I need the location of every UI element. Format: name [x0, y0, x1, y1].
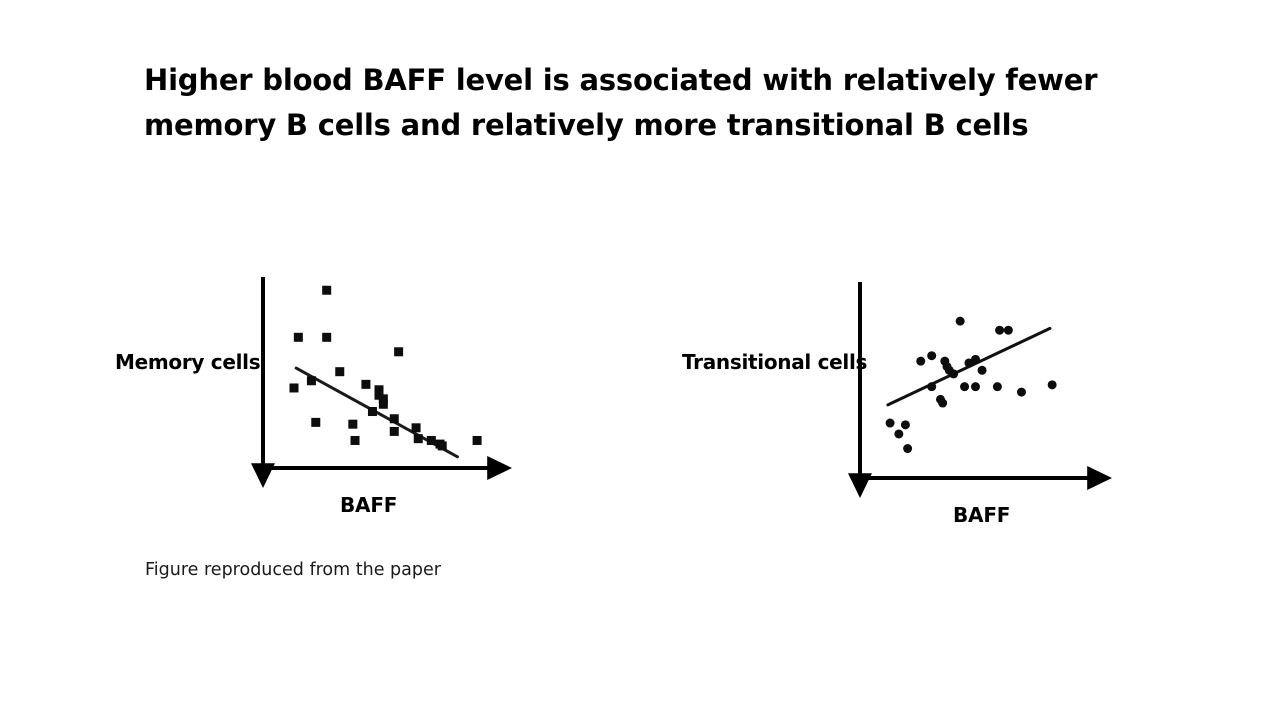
memory-cells-y-axis-label: Memory cells [115, 350, 261, 374]
data-point [437, 441, 447, 451]
data-point [378, 394, 388, 404]
data-point [964, 358, 974, 368]
data-point [903, 444, 913, 454]
transitional-cells-figure: Transitional cells BAFF [670, 262, 1130, 552]
data-point [955, 316, 965, 326]
data-point [389, 414, 399, 424]
data-point [995, 325, 1005, 335]
data-point [971, 382, 980, 392]
data-point [361, 379, 371, 389]
data-point [350, 435, 360, 445]
transitional-cells-plot-area [848, 282, 1112, 498]
data-point [389, 426, 399, 436]
data-point [977, 365, 987, 375]
data-point [367, 407, 377, 417]
data-point [293, 332, 303, 342]
memory-cells-x-axis-label: BAFF [340, 493, 398, 517]
data-point [311, 417, 321, 427]
data-point [322, 285, 332, 295]
transitional-cells-x-axis-label: BAFF [953, 503, 1011, 527]
data-point [348, 419, 358, 429]
data-point [394, 347, 404, 357]
data-point [1016, 387, 1026, 397]
data-point [289, 383, 299, 393]
data-point [472, 435, 482, 445]
data-point [378, 399, 388, 409]
memory-cells-figure: Memory cells BAFF [100, 255, 540, 535]
memory-cells-plot-area [251, 277, 512, 488]
data-point [306, 376, 316, 386]
data-point [927, 351, 937, 361]
data-point [1047, 380, 1057, 390]
memory-cells-data-points [289, 285, 482, 451]
data-point [374, 385, 384, 395]
data-point [992, 382, 1002, 392]
page-title: Higher blood BAFF level is associated wi… [144, 63, 1098, 142]
figure-caption: Figure reproduced from the paper [145, 560, 441, 580]
data-point [971, 354, 980, 364]
data-point [885, 418, 895, 428]
transitional-cells-y-axis-label: Transitional cells [682, 350, 868, 374]
data-point [426, 435, 436, 445]
data-point [938, 398, 948, 408]
data-point [413, 434, 423, 444]
data-point [900, 420, 910, 430]
data-point [1003, 325, 1013, 335]
data-point [335, 367, 345, 377]
data-point [322, 332, 332, 342]
transitional-cells-data-points [885, 316, 1057, 454]
data-point [894, 429, 904, 439]
data-point [916, 356, 926, 366]
data-point [411, 423, 421, 433]
data-point [960, 382, 970, 392]
data-point [927, 382, 937, 392]
data-point [949, 369, 959, 379]
